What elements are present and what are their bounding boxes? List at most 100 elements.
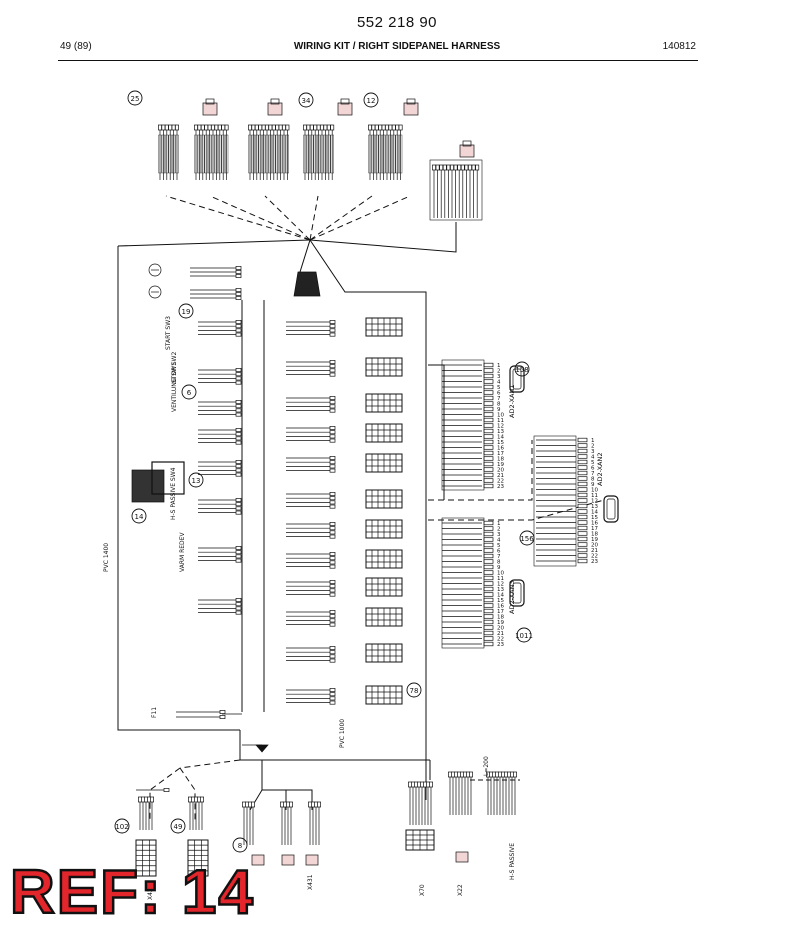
x432-wires — [188, 796, 204, 830]
connector-icon — [251, 854, 265, 866]
svg-text:5: 5 — [497, 543, 501, 549]
connector-icon — [337, 98, 353, 116]
callout-14: 14 — [131, 508, 147, 524]
module-connector-11 — [365, 685, 403, 705]
svg-text:1011: 1011 — [515, 632, 533, 640]
callout-34: 34 — [298, 92, 314, 108]
svg-text:17: 17 — [497, 609, 504, 615]
svg-text:23: 23 — [591, 559, 598, 565]
module-wires-11 — [286, 688, 336, 705]
svg-text:5: 5 — [591, 460, 595, 466]
part-number: 552 218 90 — [356, 14, 438, 31]
callout-13: 13 — [188, 472, 204, 488]
svg-text:13: 13 — [497, 587, 504, 593]
round-connector-icon — [603, 495, 619, 523]
svg-text:12: 12 — [497, 582, 504, 588]
x432-connector — [187, 839, 209, 877]
connector-label: AD2-XAN3 — [508, 580, 516, 614]
fuse-label: F11 — [151, 707, 158, 718]
x431-wires-a — [242, 801, 255, 845]
svg-text:9: 9 — [497, 565, 501, 571]
svg-text:10: 10 — [497, 413, 504, 419]
svg-text:7: 7 — [497, 396, 501, 402]
module-wires-7 — [286, 552, 336, 569]
relay-icon — [131, 461, 185, 503]
top-harness-fan — [165, 195, 411, 241]
svg-text:23: 23 — [497, 642, 504, 648]
callout-78: 78 — [406, 682, 422, 698]
svg-text:3: 3 — [497, 532, 501, 538]
svg-text:13: 13 — [192, 477, 201, 485]
switch-wires-2 — [198, 400, 242, 417]
switch-label: VENTILUNG SW1 — [171, 362, 178, 412]
svg-text:14: 14 — [135, 513, 144, 521]
svg-text:25: 25 — [131, 95, 140, 103]
svg-text:15: 15 — [497, 440, 504, 446]
module-wires-9 — [286, 610, 336, 627]
svg-text:17: 17 — [591, 526, 598, 532]
svg-text:13: 13 — [591, 504, 598, 510]
module-wires-3 — [286, 426, 336, 443]
switch-wires-7 — [198, 598, 242, 615]
svg-text:11: 11 — [591, 493, 598, 499]
svg-text:9: 9 — [591, 482, 595, 488]
callout-49: 49 — [170, 818, 186, 834]
module-wires-1 — [286, 360, 336, 377]
svg-text:2: 2 — [497, 527, 501, 533]
x431-wires-b — [280, 801, 293, 845]
connector-icon — [455, 851, 469, 863]
module-connector-1 — [365, 357, 403, 377]
svg-text:12: 12 — [367, 97, 376, 105]
svg-text:6: 6 — [497, 549, 501, 555]
svg-text:3: 3 — [591, 449, 595, 455]
svg-text:16: 16 — [591, 521, 598, 527]
svg-text:5: 5 — [497, 385, 501, 391]
callout-1011: 1011 — [515, 627, 533, 643]
f11-wires — [176, 710, 226, 719]
connector-label: X432 — [199, 884, 206, 900]
module-connector-7 — [365, 549, 403, 569]
module-connector-3 — [365, 423, 403, 443]
svg-text:14: 14 — [497, 593, 504, 599]
module-wires-8 — [286, 580, 336, 597]
x431-wires-c — [308, 801, 321, 845]
switch-wires-1 — [198, 368, 242, 385]
svg-text:34: 34 — [302, 97, 311, 105]
svg-text:1: 1 — [591, 438, 595, 444]
ref-stamp: REF: 14 — [9, 858, 255, 927]
round-connector-icon — [509, 365, 525, 393]
svg-text:21: 21 — [497, 631, 504, 637]
svg-text:22: 22 — [591, 554, 598, 560]
connector-label: X70 — [419, 884, 426, 896]
module-connector-4 — [365, 453, 403, 473]
svg-text:16: 16 — [497, 446, 504, 452]
conn-x200-wires — [248, 124, 290, 180]
x22-wires — [448, 771, 473, 815]
svg-text:6: 6 — [591, 466, 595, 472]
svg-text:3: 3 — [497, 374, 501, 380]
svg-text:10: 10 — [497, 571, 504, 577]
module-wires-2 — [286, 396, 336, 413]
round-connector-icon — [509, 579, 525, 607]
horn-icon — [148, 263, 162, 277]
svg-text:15: 15 — [497, 598, 504, 604]
connector-label: AD2-XAN1 — [508, 384, 516, 418]
x70-connector — [405, 829, 435, 851]
svg-text:9: 9 — [497, 407, 501, 413]
svg-text:18: 18 — [591, 532, 598, 538]
module-connector-2 — [365, 393, 403, 413]
module-wires-4 — [286, 456, 336, 473]
switch-label: START SW3 — [165, 316, 172, 350]
conn-x232-wires — [432, 164, 480, 218]
connector-icon — [202, 98, 218, 116]
svg-text:21: 21 — [591, 548, 598, 554]
svg-text:18: 18 — [497, 457, 504, 463]
svg-text:19: 19 — [497, 462, 504, 468]
module-wires-6 — [286, 522, 336, 539]
connector-icon — [403, 98, 419, 116]
svg-text:1: 1 — [497, 363, 501, 369]
switch-label: VARM REDEV — [179, 532, 186, 572]
connector-label: H-S PASSIVE — [509, 843, 516, 880]
svg-text:14: 14 — [591, 510, 598, 516]
